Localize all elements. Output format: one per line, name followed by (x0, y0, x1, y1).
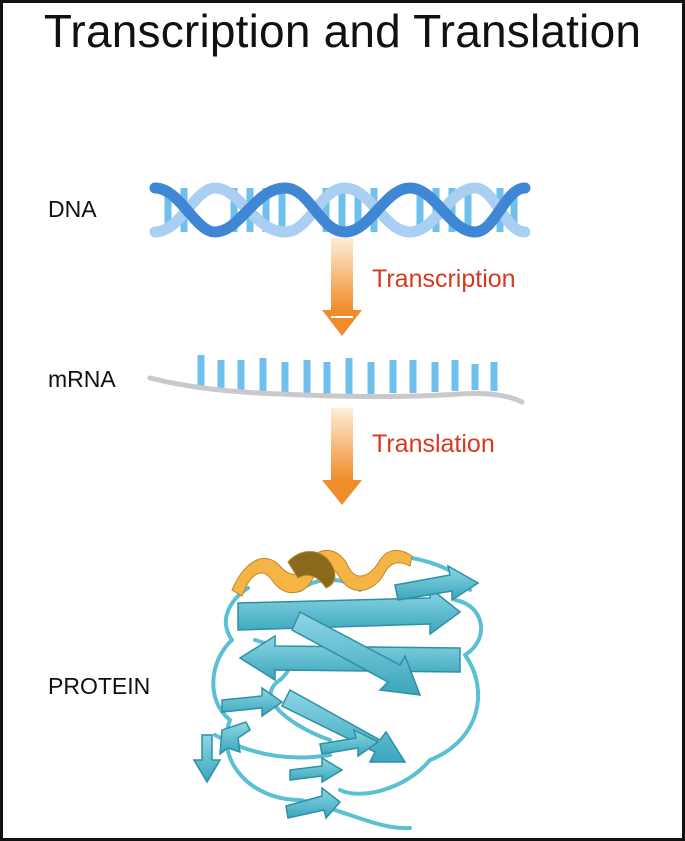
mrna-backbone (147, 375, 525, 405)
dna-strand-dark (149, 182, 531, 238)
translation-label: Translation (372, 430, 495, 458)
dna-helix (149, 182, 531, 238)
mrna-label: mRNA (48, 366, 116, 392)
mrna-bases (197, 355, 498, 394)
translation-arrow (322, 408, 362, 505)
diagram-title: Transcription and Translation (43, 5, 642, 57)
dna-label: DNA (48, 196, 97, 222)
protein-structure (192, 550, 483, 831)
protein-label: PROTEIN (48, 673, 151, 699)
mrna-strand (147, 355, 525, 405)
beta-strands (192, 564, 480, 820)
transcription-label: Transcription (372, 265, 516, 293)
alpha-helix (231, 550, 413, 597)
dna-strand-light (149, 182, 531, 238)
transcription-arrow (322, 238, 362, 336)
